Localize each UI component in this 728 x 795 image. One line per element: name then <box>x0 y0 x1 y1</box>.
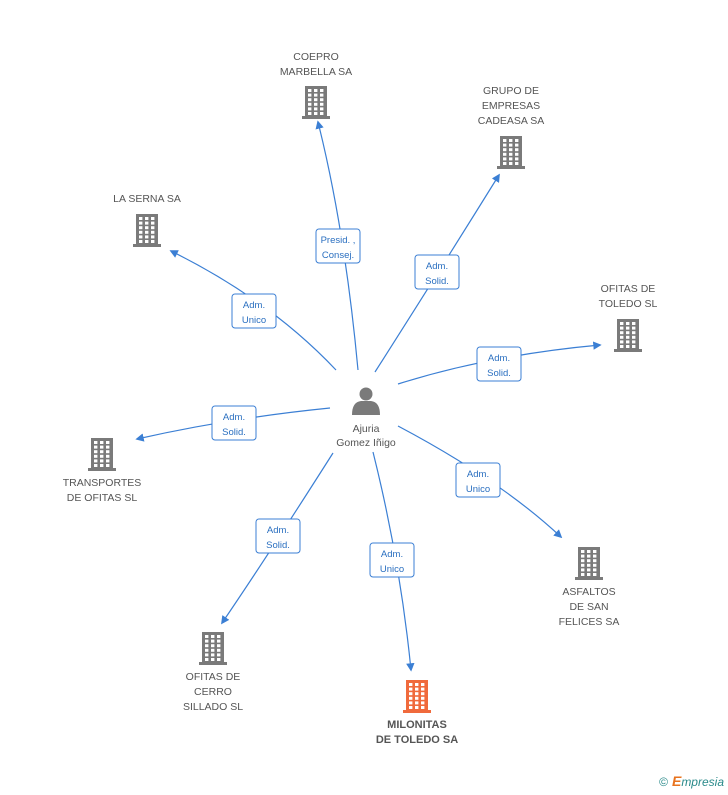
company-node-cerro[interactable]: OFITAS DE CERRO SILLADO SL <box>183 632 243 713</box>
company-name: DE SAN <box>569 601 608 613</box>
person-name: Gomez Iñigo <box>336 437 396 449</box>
edge-labels-layer: Presid. ,Consej.Adm.Solid.Adm.UnicoAdm.S… <box>211 228 522 578</box>
edge-label-text: Unico <box>380 564 404 575</box>
edge-label-transportes[interactable]: Adm. Solid. <box>211 405 257 441</box>
company-node-asfaltos[interactable]: ASFALTOS DE SAN FELICES SA <box>559 547 620 628</box>
company-name: COEPRO <box>293 51 339 63</box>
edge-label-text: Adm. <box>467 469 489 480</box>
building-icon[interactable] <box>199 632 227 665</box>
company-name: ASFALTOS <box>562 586 615 598</box>
company-name: OFITAS DE <box>601 283 656 295</box>
edge-label-laserna[interactable]: Adm. Unico <box>231 293 277 329</box>
company-node-milonitas[interactable]: MILONITAS DE TOLEDO SA <box>376 680 458 746</box>
edge-label-cerro[interactable]: Adm. Solid. <box>255 518 301 554</box>
edge-label-text: Adm. <box>223 412 245 423</box>
edge-label-text: Adm. <box>381 549 403 560</box>
person-icon <box>352 387 380 415</box>
company-name: CERRO <box>194 686 232 698</box>
edge-label-asfaltos[interactable]: Adm. Unico <box>455 462 501 498</box>
company-name: TRANSPORTES <box>63 477 142 489</box>
edge-label-text: Unico <box>242 315 266 326</box>
company-node-coepro[interactable]: COEPRO MARBELLA SA <box>280 51 352 119</box>
empresia-brand[interactable]: ©Empresia <box>659 773 724 789</box>
company-node-ofitastoledo[interactable]: OFITAS DE TOLEDO SL <box>599 283 658 352</box>
edge-label-milonitas[interactable]: Adm. Unico <box>369 542 415 578</box>
edge-label-coepro[interactable]: Presid. , Consej. <box>315 228 361 264</box>
edge-label-text: Adm. <box>267 525 289 536</box>
company-name: MARBELLA SA <box>280 66 352 78</box>
edge-label-text: Unico <box>466 484 490 495</box>
building-icon[interactable] <box>133 214 161 247</box>
copyright-symbol: © <box>659 775 668 789</box>
company-name: SILLADO SL <box>183 701 243 713</box>
edge-label-text: Consej. <box>322 250 354 261</box>
company-name: LA SERNA SA <box>113 193 181 205</box>
edge-label-grupo[interactable]: Adm. Solid. <box>414 254 460 290</box>
edge-label-text: Solid. <box>222 427 246 438</box>
company-name: OFITAS DE <box>186 671 241 683</box>
edge-label-text: Adm. <box>426 261 448 272</box>
nodes-layer: COEPRO MARBELLA SA GRUPO DE EMPRESAS CADEASA… <box>63 51 658 746</box>
company-name: TOLEDO SL <box>599 298 658 310</box>
person-name: Ajuria <box>353 423 380 435</box>
brand-name: mpresia <box>681 775 724 789</box>
company-name: EMPRESAS <box>482 100 540 112</box>
company-name: DE TOLEDO SA <box>376 734 458 746</box>
building-icon[interactable] <box>403 680 431 713</box>
company-name: FELICES SA <box>559 616 620 628</box>
building-icon[interactable] <box>575 547 603 580</box>
edge-label-ofitastoledo[interactable]: Adm. Solid. <box>476 346 522 382</box>
company-node-transportes[interactable]: TRANSPORTES DE OFITAS SL <box>63 438 142 504</box>
brand-logo-e: E <box>671 773 682 789</box>
edge-label-text: Adm. <box>243 300 265 311</box>
building-icon[interactable] <box>497 136 525 169</box>
company-name: GRUPO DE <box>483 85 539 97</box>
building-icon[interactable] <box>614 319 642 352</box>
company-node-laserna[interactable]: LA SERNA SA <box>113 193 181 247</box>
company-name: CADEASA SA <box>478 115 545 127</box>
edge-label-text: Solid. <box>487 368 511 379</box>
company-name: DE OFITAS SL <box>67 492 138 504</box>
company-node-grupo[interactable]: GRUPO DE EMPRESAS CADEASA SA <box>478 85 545 169</box>
building-icon[interactable] <box>302 86 330 119</box>
edge-label-text: Solid. <box>425 276 449 287</box>
edge-label-text: Adm. <box>488 353 510 364</box>
edge-label-text: Solid. <box>266 540 290 551</box>
company-name: MILONITAS <box>387 719 447 731</box>
edge-label-text: Presid. , <box>321 235 356 246</box>
building-icon[interactable] <box>88 438 116 471</box>
